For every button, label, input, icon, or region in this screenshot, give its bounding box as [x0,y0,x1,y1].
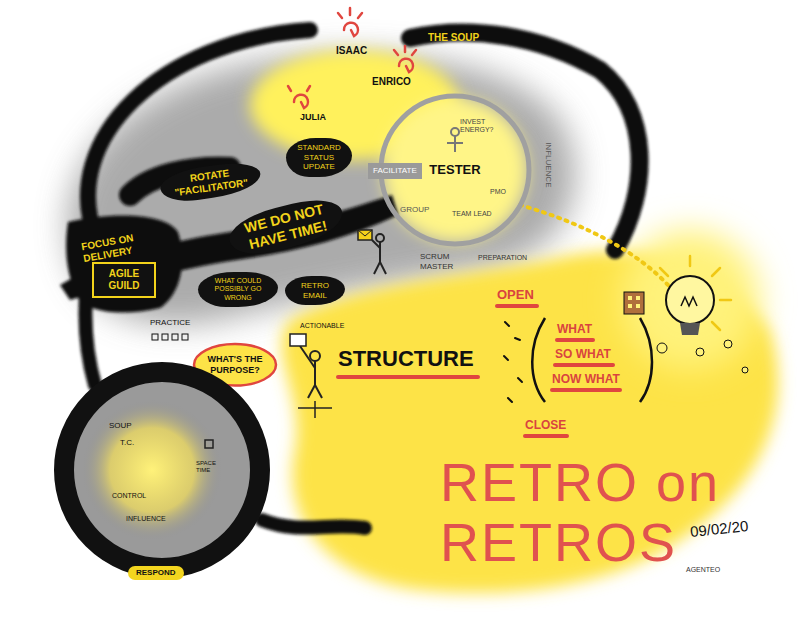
sketch-label: WHAT [557,322,592,336]
sketch-label: CLOSE [525,418,566,432]
sketch-label: AGENTEO [686,566,720,574]
sketch-label: NOW WHAT [552,372,620,386]
sketch-label: SPACE TIME [196,460,220,474]
sketch-label: JULIA [300,112,326,123]
ink-blob: WHAT COULD POSSIBLY GO WRONG [198,272,278,307]
node-outline [54,362,270,578]
sketch-label: STRUCTURE [338,346,474,372]
node-label: AGILE GUILD [99,268,149,292]
node-label: STANDARD STATUS UPDATE [293,143,345,172]
sketch-label: PRACTICE [150,318,190,328]
sketch-label: ISAAC [336,45,367,57]
sketch-label: TEAM LEAD [452,210,492,218]
sketch-label: PMO [490,188,506,196]
node-label: RESPOND [136,568,176,578]
sketch-label: ENRICO [372,76,411,88]
node-label: WHAT'S THE PURPOSE? [206,354,264,376]
sketch-label: T.C. [120,438,134,448]
node-label: SOUP [109,421,132,431]
sketch-label: THE SOUP [428,32,479,44]
node-label: TESTER [429,162,480,178]
sketch-label: OPEN [497,287,534,303]
node-label: FACILITATE [373,166,417,176]
respond-pill: RESPOND [128,566,184,580]
soup-circle: SOUP [54,362,270,578]
sketch-label: INFLUENCE [544,142,554,187]
sketch-label: ACTIONABLE [300,322,344,330]
sketch-label: GROUP [400,205,429,215]
node-label: RETRO EMAIL [293,281,337,300]
title-lettering: RETRO on RETROS [440,452,740,573]
sketch-label: PREPARATION [478,254,527,262]
sketch-label: INVEST ENERGY? [460,118,502,135]
sketch-label: SCRUM MASTER [420,252,460,271]
ink-blob: STANDARD STATUS UPDATE [286,138,352,177]
sketch-label: CONTROL [112,492,146,500]
node-label: WHAT COULD POSSIBLY GO WRONG [206,277,270,302]
facilitate-tag: FACILITATE [368,163,422,179]
sketch-label: INFLUENCE [126,515,166,523]
sketch-label: SO WHAT [555,347,611,361]
guild-box: AGILE GUILD [92,262,156,298]
